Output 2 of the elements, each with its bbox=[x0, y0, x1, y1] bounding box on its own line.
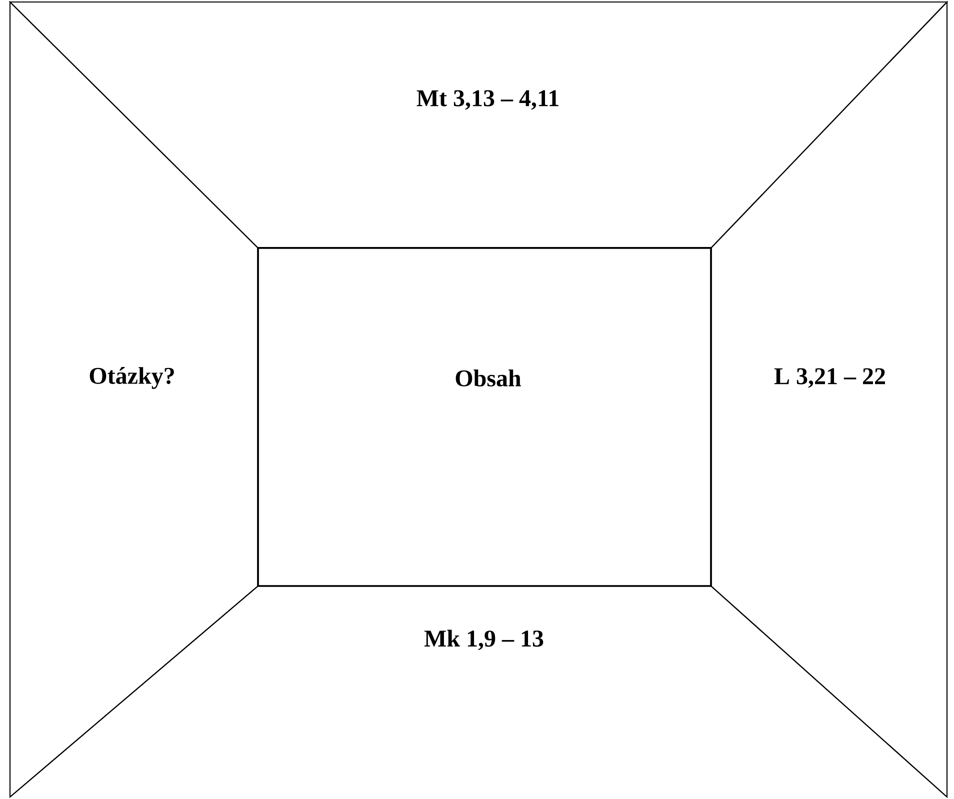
center-box: Obsah bbox=[257, 247, 712, 587]
trapezoid-panel: Mk 1,9 – 13 bbox=[10, 585, 948, 798]
